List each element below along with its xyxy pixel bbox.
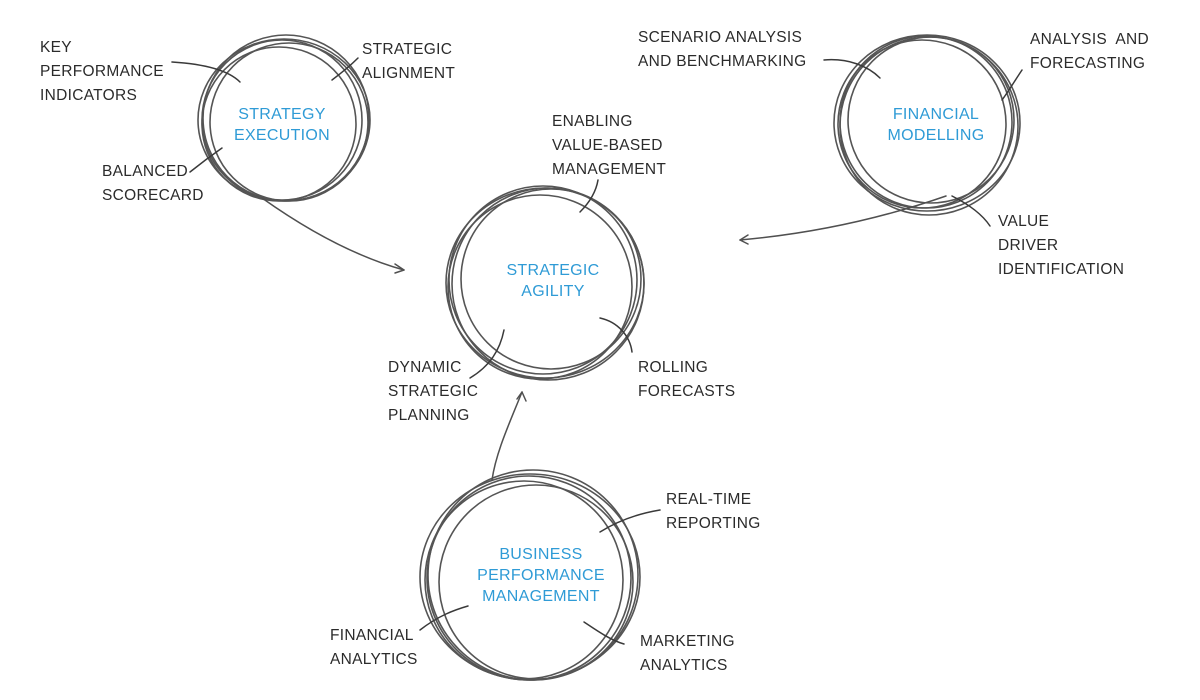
strategy-execution-circles	[197, 34, 371, 202]
leader-kpi	[171, 61, 241, 83]
leader-rolling-forecasts	[599, 317, 633, 353]
label-scenario-analysis: SCENARIO ANALYSIS AND BENCHMARKING	[638, 29, 807, 70]
label-real-time-reporting: REAL-TIME REPORTING	[666, 491, 761, 532]
leader-balanced-scorecard	[189, 147, 223, 173]
label-marketing-analytics: MARKETING ANALYTICS	[640, 633, 735, 674]
arrow-business-to-agility	[491, 391, 523, 481]
hub-strategy-execution: STRATEGY EXECUTION	[233, 106, 331, 144]
leader-financial-analytics	[419, 605, 469, 631]
label-financial-analytics: FINANCIAL ANALYTICS	[330, 627, 418, 668]
hub-financial-modelling: FINANCIAL MODELLING	[887, 106, 985, 144]
label-dynamic-planning: DYNAMIC STRATEGIC PLANNING	[388, 359, 479, 424]
business-performance-circles	[419, 469, 641, 681]
arrowhead-business-to-agility	[516, 391, 527, 402]
hub-business-performance: BUSINESS PERFORMANCE MANAGEMENT	[477, 546, 605, 605]
leader-real-time	[599, 509, 661, 533]
label-key-performance-indicators: KEY PERFORMANCE INDICATORS	[40, 39, 164, 104]
financial-modelling-circles	[833, 34, 1021, 216]
leader-scenario-analysis	[823, 58, 881, 79]
label-balanced-scorecard: BALANCED SCORECARD	[102, 163, 204, 204]
arrow-strategy-to-agility	[261, 197, 405, 271]
label-analysis-forecasting: ANALYSIS AND FORECASTING	[1030, 31, 1150, 72]
label-enabling-vbm: ENABLING VALUE-BASED MANAGEMENT	[552, 113, 667, 178]
label-rolling-forecasts: ROLLING FORECASTS	[638, 359, 736, 400]
label-strategic-alignment: STRATEGIC ALIGNMENT	[362, 41, 456, 82]
strategic-agility-circles	[445, 185, 645, 381]
leader-strategic-alignment	[331, 57, 359, 81]
label-value-driver: VALUE DRIVER IDENTIFICATION	[998, 213, 1125, 278]
leader-value-driver	[951, 195, 991, 227]
arrowhead-strategy-to-agility	[394, 263, 405, 274]
leader-enabling-vbm	[579, 179, 599, 213]
arrowhead-financial-to-agility	[739, 234, 749, 245]
leader-analysis-forecasting	[1001, 69, 1023, 101]
hub-strategic-agility: STRATEGIC AGILITY	[506, 262, 600, 300]
arrow-financial-to-agility	[739, 195, 947, 241]
leader-dynamic-planning	[469, 329, 505, 379]
leader-marketing-analytics	[583, 621, 625, 645]
